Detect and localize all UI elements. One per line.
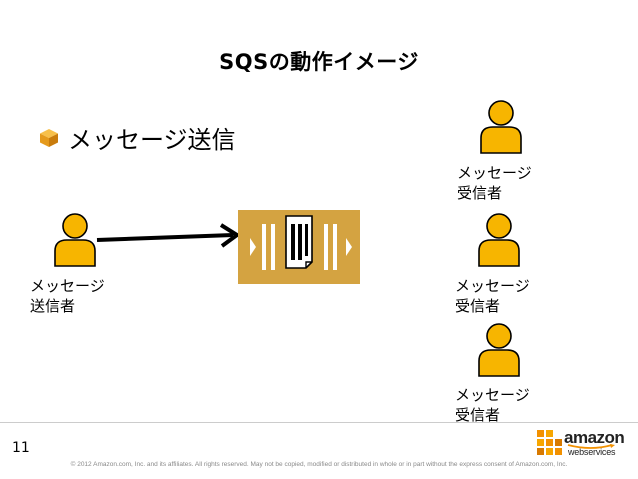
sender-person-icon xyxy=(54,213,96,267)
slide-title: SQSの動作イメージ xyxy=(219,50,419,74)
sender-label-line2: 送信者 xyxy=(30,297,76,315)
amazon-web-services-logo: amazon webservices xyxy=(536,428,632,460)
logo-subtitle: webservices xyxy=(568,447,616,457)
send-arrow xyxy=(96,223,241,248)
receiver-label-line1: メッセージ xyxy=(455,386,530,404)
bullet-item: メッセージ送信 xyxy=(38,120,236,155)
receiver-label-line2: 受信者 xyxy=(455,406,501,424)
receiver-label-line2: 受信者 xyxy=(455,297,501,315)
receiver-label: メッセージ 受信者 xyxy=(455,276,530,316)
receiver-label-line2: 受信者 xyxy=(457,184,503,202)
receiver-person-icon xyxy=(478,213,520,267)
message-document-icon xyxy=(285,215,313,269)
sender-label-line1: メッセージ xyxy=(30,277,105,295)
sqs-queue-icon xyxy=(238,210,360,284)
smile-icon xyxy=(567,444,615,449)
logo-wordmark: amazon xyxy=(564,428,625,447)
aws-cubes-icon xyxy=(537,430,562,455)
sender-label: メッセージ 送信者 xyxy=(30,276,105,316)
cube-icon xyxy=(40,128,58,147)
receiver-label-line1: メッセージ xyxy=(455,277,530,295)
receiver-label: メッセージ 受信者 xyxy=(457,163,532,203)
receiver-label-line1: メッセージ xyxy=(457,164,532,182)
copyright-notice: © 2012 Amazon.com, Inc. and its affiliat… xyxy=(70,461,568,468)
receiver-label: メッセージ 受信者 xyxy=(455,385,530,425)
footer-divider xyxy=(0,422,638,423)
page-number: 11 xyxy=(12,440,30,456)
bullet-text: メッセージ送信 xyxy=(68,126,236,154)
receiver-person-icon xyxy=(478,323,520,377)
receiver-person-icon xyxy=(480,100,522,154)
